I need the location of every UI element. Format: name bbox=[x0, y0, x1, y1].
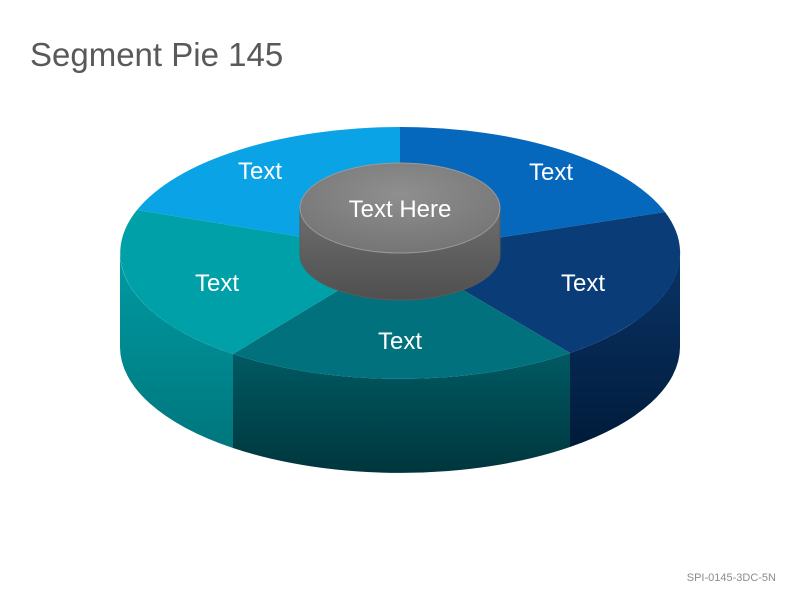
segment-side-right bbox=[570, 253, 680, 447]
segment-side-front bbox=[233, 353, 570, 473]
slide-title: Segment Pie 145 bbox=[30, 36, 284, 73]
slide-code: SPI-0145-3DC-5N bbox=[686, 572, 776, 584]
segment-label-bottom: Text bbox=[378, 328, 422, 355]
segment-label-left: Text bbox=[195, 270, 239, 297]
segment-label-right: Text bbox=[561, 270, 605, 297]
center-hub-label: Text Here bbox=[349, 196, 452, 223]
segment-label-top-left: Text bbox=[238, 158, 282, 185]
segment-label-top-right: Text bbox=[529, 159, 573, 186]
center-hub-top bbox=[299, 162, 501, 254]
segment-side-left bbox=[120, 253, 233, 448]
segment-bottom bbox=[233, 253, 570, 379]
